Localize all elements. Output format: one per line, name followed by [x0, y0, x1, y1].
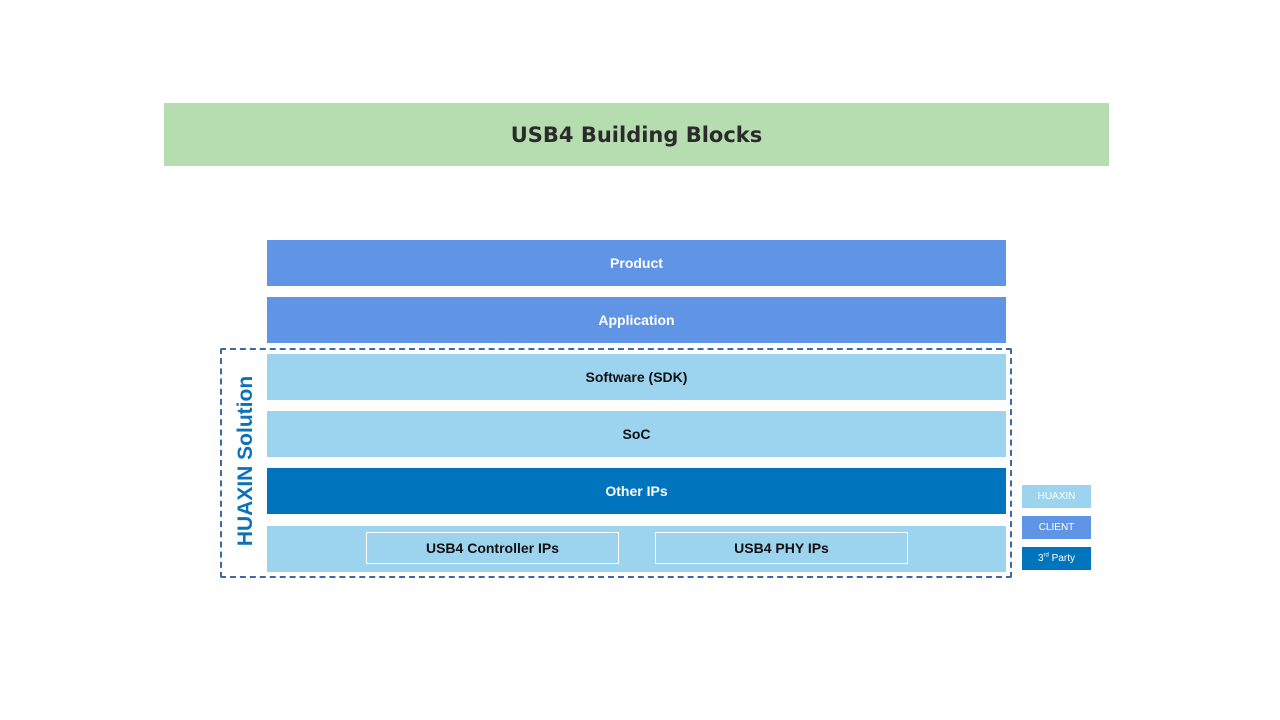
legend-huaxin-label: HUAXIN — [1037, 491, 1076, 502]
layer-product-label: Product — [610, 255, 663, 271]
layer-soc: SoC — [267, 411, 1006, 457]
diagram-title: USB4 Building Blocks — [510, 122, 763, 147]
layer-application: Application — [267, 297, 1006, 343]
layer-other-ips: Other IPs — [267, 468, 1006, 514]
layer-usb4-ips: USB4 Controller IPs USB4 PHY IPs — [267, 526, 1006, 572]
legend-third-party-ordinal: rd — [1043, 552, 1049, 559]
title-banner: USB4 Building Blocks — [164, 103, 1109, 166]
legend-third-party-number: 3 — [1037, 553, 1044, 564]
legend-third-party-label: 3rd Party — [1038, 553, 1075, 564]
layer-application-label: Application — [598, 312, 675, 328]
layer-soc-label: SoC — [622, 426, 651, 442]
legend-third-party-word: Party — [1048, 553, 1076, 564]
layer-software-label: Software (SDK) — [585, 369, 688, 385]
legend-huaxin: HUAXIN — [1022, 485, 1091, 508]
huaxin-solution-frame — [220, 348, 1012, 578]
legend-client: CLIENT — [1022, 516, 1091, 539]
layer-software-sdk: Software (SDK) — [267, 354, 1006, 400]
usb4-phy-ips-box: USB4 PHY IPs — [655, 532, 908, 564]
legend-third-party: 3rd Party — [1022, 547, 1091, 570]
usb4-phy-ips-label: USB4 PHY IPs — [734, 540, 829, 556]
legend-client-label: CLIENT — [1038, 522, 1075, 533]
layer-other-ips-label: Other IPs — [605, 483, 668, 499]
usb4-controller-ips-box: USB4 Controller IPs — [366, 532, 619, 564]
usb4-controller-ips-label: USB4 Controller IPs — [425, 540, 560, 556]
layer-product: Product — [267, 240, 1006, 286]
huaxin-solution-label: HUAXIN Solution — [234, 375, 257, 547]
